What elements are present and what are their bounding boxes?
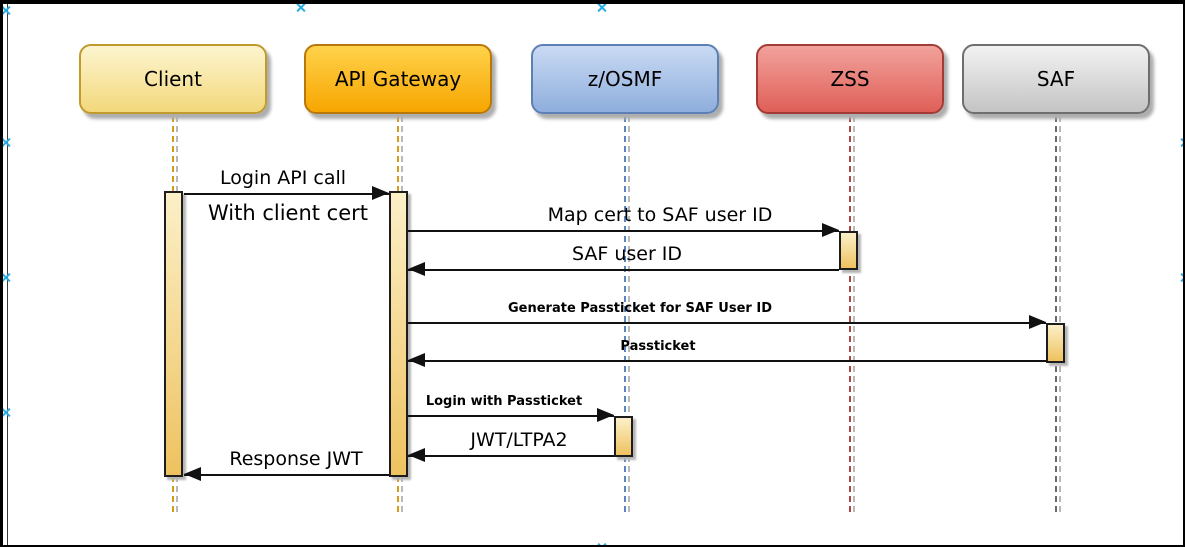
selection-handle-5[interactable]	[3, 408, 10, 417]
lifeline-shadow-saf	[1059, 116, 1061, 512]
message-label-saf-user-id: SAF user ID	[571, 243, 683, 265]
lifeline-shadow-zss	[853, 116, 855, 512]
selection-handle-1[interactable]	[296, 4, 305, 12]
participant-box-saf: SAF	[962, 44, 1150, 114]
lifeline-saf	[1055, 116, 1057, 512]
message-line-map-cert-to-saf-user-id	[408, 230, 839, 232]
activation-zosmf	[614, 416, 633, 457]
participant-box-zosmf: z/OSMF	[531, 44, 719, 114]
participant-label: ZSS	[830, 67, 870, 91]
lifeline-zss	[849, 116, 851, 512]
message-label-passticket: Passticket	[620, 339, 696, 354]
message-label-jwt-ltpa2: JWT/LTPA2	[470, 429, 568, 451]
arrow-head-jwt-ltpa2	[408, 448, 425, 462]
activation-saf	[1046, 323, 1065, 363]
arrow-head-generate-passticket-for-saf-user-id	[1029, 315, 1046, 329]
arrow-head-response-jwt	[184, 467, 201, 481]
selection-handle-7[interactable]	[1180, 273, 1183, 282]
arrow-head-saf-user-id	[408, 262, 425, 276]
arrow-head-login-with-passticket	[597, 408, 614, 422]
message-label-with-client-cert: With client cert	[207, 201, 369, 225]
participant-label: API Gateway	[334, 67, 462, 91]
message-label-login-with-passticket: Login with Passticket	[425, 394, 583, 409]
selection-handle-3[interactable]	[3, 138, 10, 147]
message-line-response-jwt	[184, 474, 389, 476]
selection-handle-2[interactable]	[597, 4, 606, 12]
selection-handle-8[interactable]	[597, 543, 606, 545]
message-label-map-cert-to-saf-user-id: Map cert to SAF user ID	[547, 204, 773, 226]
message-line-saf-user-id	[408, 269, 839, 271]
message-line-login-api-call	[184, 193, 389, 195]
message-label-login-api-call: Login API call	[219, 167, 347, 189]
arrow-head-map-cert-to-saf-user-id	[822, 223, 839, 237]
participant-label: z/OSMF	[587, 67, 663, 91]
lifeline-shadow-zosmf	[628, 116, 630, 512]
lifeline-zosmf	[624, 116, 626, 512]
activation-zss	[839, 231, 858, 270]
activation-client	[164, 191, 183, 477]
participant-label: SAF	[1036, 67, 1076, 91]
message-line-login-with-passticket	[408, 415, 614, 417]
selection-handle-6[interactable]	[1180, 138, 1183, 147]
participant-box-zss: ZSS	[756, 44, 944, 114]
message-label-generate-passticket-for-saf-user-id: Generate Passticket for SAF User ID	[508, 301, 772, 316]
selection-handle-0[interactable]	[3, 6, 10, 15]
activation-api-gateway	[389, 191, 408, 477]
arrow-head-passticket	[408, 353, 425, 367]
selection-handle-4[interactable]	[3, 273, 10, 282]
message-line-generate-passticket-for-saf-user-id	[408, 322, 1046, 324]
participant-box-client: Client	[79, 44, 267, 114]
message-label-response-jwt: Response JWT	[229, 448, 363, 470]
participant-label: Client	[144, 67, 202, 91]
message-line-passticket	[408, 360, 1046, 362]
arrow-head-login-api-call	[372, 186, 389, 200]
participant-box-api-gateway: API Gateway	[304, 44, 492, 114]
message-line-jwt-ltpa2	[408, 455, 614, 457]
